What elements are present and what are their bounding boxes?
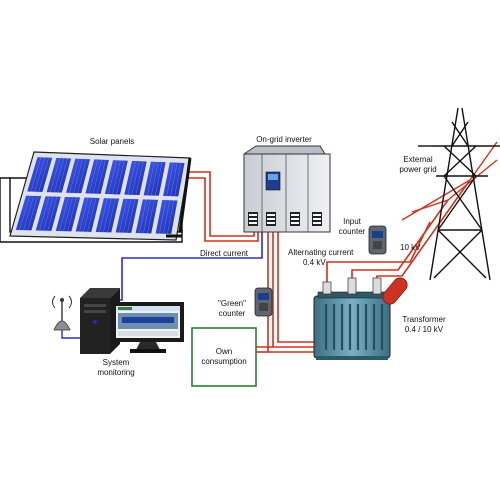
solar-cell-gridline [53,157,64,193]
solar-cell-gridline [34,157,46,193]
solar-cell-gridline [27,195,38,231]
green-counter-meter [254,287,273,317]
solar-cells [15,156,186,235]
solar-cell-gridline [79,197,89,232]
power-tower [418,107,500,281]
solar-cell-gridline [87,197,97,233]
input-counter-label-1: Input [343,217,362,226]
external-grid-label-1: External [403,155,433,164]
panel-ground-wire [0,177,183,243]
transformer-bushings [322,277,382,295]
dc-wire [180,177,259,242]
solar-cell-gridline [47,196,58,232]
transformer-label-2: 0.4 / 10 kV [405,325,444,334]
solar-cell-gridline [135,161,144,196]
green-counter-label-1: "Green" [218,299,246,308]
solar-cell-gridline [38,157,49,193]
solar-cell-gridline [92,159,102,194]
system-monitoring-label-1: System [103,358,130,367]
solar-cell-gridline [39,196,50,231]
solar-cell-gridline [50,157,61,193]
antenna-wire [61,328,86,339]
solar-cell-gridline [19,195,30,231]
wiring [0,141,498,353]
solar-cell-gridline [143,199,151,234]
solar-cell-gridline [43,196,54,231]
solar-cell-gridline [23,195,34,231]
solar-cell-gridline [30,157,42,192]
system-monitoring-label-2: monitoring [97,368,134,377]
solar-cell-gridline [99,197,108,233]
own-consumption-box [191,327,257,387]
own-consumption-label-2: consumption [201,357,246,366]
monitor-icon [112,302,184,353]
monitoring-station [52,288,184,354]
dc-wire-return [183,171,255,237]
solar-cell-gridline [167,200,175,235]
solar-cell-gridline [154,161,163,196]
solar-cell-gridline [57,158,68,193]
solar-cell-gridline [77,158,87,194]
transformer-label-1: Transformer [402,315,446,324]
solar-cell-gridline [73,158,83,194]
solar-cell-gridline [139,199,147,234]
solar-cell-gridline [103,198,112,233]
solar-cell-gridline [159,199,167,234]
solar-cell-gridline [96,159,106,195]
transformer [313,277,408,360]
solar-cell-gridline [151,161,159,196]
green-counter-label-2: counter [219,309,246,318]
solar-cell-gridline [163,199,171,234]
solar-cell-gridline [108,159,117,195]
solar-cell-gridline [67,196,77,232]
solar-cell-gridline [174,162,182,197]
voltage-10kv-label: 10 kV [400,243,421,252]
solar-cell-gridline [63,196,73,232]
inverter-label: On-grid inverter [256,135,312,144]
solar-panel-array [9,151,192,241]
alternating-current-label: Alternating current [288,248,354,257]
solar-cell-gridline [123,198,132,233]
solar-cell-gridline [69,158,80,194]
solar-cell-gridline [170,162,178,197]
solar-cell-gridline [107,198,116,233]
on-grid-inverter [243,145,331,233]
solar-cell-gridline [112,160,121,195]
solar-cell-gridline [147,199,155,234]
solar-cell-gridline [127,160,136,196]
solar-cell-gridline [88,159,98,194]
solar-cell-gridline [166,162,174,197]
solar-cell-gridline [147,161,155,196]
input-counter-label-2: counter [339,227,366,236]
solar-cell-gridline [83,197,93,232]
ac-voltage-label: 0.4 kV [303,258,326,267]
solar-cell-gridline [127,198,136,234]
direct-current-label: Direct current [200,249,249,258]
own-consumption-label-1: Own [216,347,232,356]
antenna-icon [52,295,72,331]
solar-panels-label: Solar panels [90,137,134,146]
input-counter-meter [368,225,387,255]
solar-cell-gridline [119,198,128,233]
solar-cell-gridline [131,160,140,196]
solar-cell-gridline [59,196,69,232]
solar-cell-gridline [116,160,125,195]
conservator-tank [382,277,408,305]
external-grid-label-2: power grid [399,165,436,174]
